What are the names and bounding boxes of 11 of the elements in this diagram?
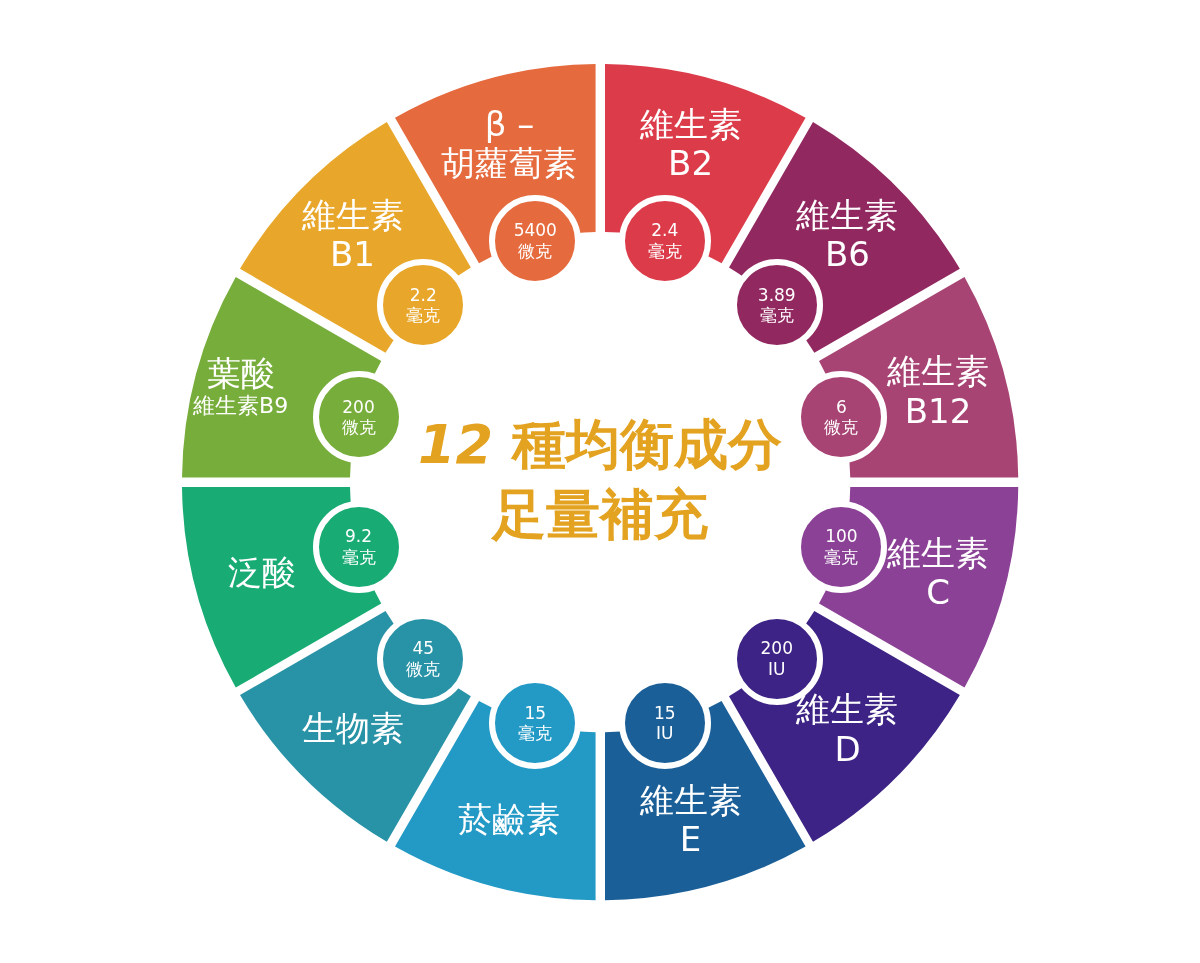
nutrient-label: 菸鹼素 (458, 800, 561, 840)
nutrient-label: 維生素 B2 (639, 104, 742, 183)
nutrient-label: 生物素 (301, 709, 404, 750)
title: 12 種均衡成分足量補充 (417, 411, 783, 548)
nutrient-label: 維生素 E (639, 780, 742, 860)
nutrient-label: 維生素 B12 (887, 352, 990, 431)
nutrient-label: 維生素B9 (193, 392, 289, 418)
nutrient-label: 葉酸 (206, 353, 275, 393)
nutrient-label: 泛酸 (227, 553, 296, 593)
nutrient-label: 維生素 C (887, 533, 990, 612)
nutrient-label: β – 胡蘿蔔素 (441, 104, 578, 183)
